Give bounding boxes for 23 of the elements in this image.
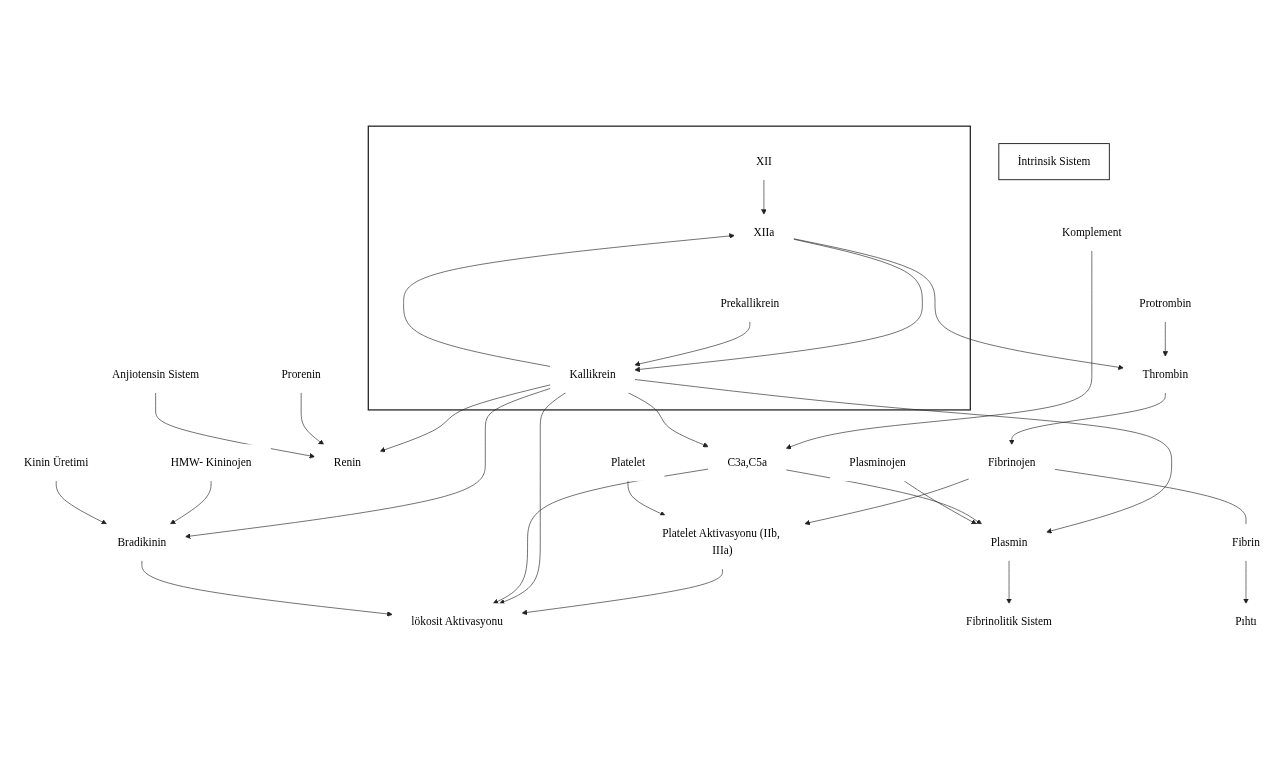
node-text: Protrombin (1139, 296, 1192, 310)
node-text: Renin (333, 456, 362, 469)
node-text: Prekallikrein (720, 296, 780, 310)
node-text: Kinin Üretimi (24, 456, 89, 469)
node-text: Plasmin (990, 535, 1028, 549)
node-text: Prorenin (281, 367, 321, 381)
node-text: Anjiotensin Sistem (112, 367, 200, 381)
node-text: Fibrinolitik Sistem (966, 615, 1052, 628)
node-text: XII (756, 154, 772, 168)
node-text: Komplement (1062, 225, 1122, 239)
node-text: Fibrin (1232, 535, 1260, 549)
node-text: Platelet Aktivasyonu (IIb, IIIa) (662, 527, 780, 557)
node-text: C3a,C5a (727, 456, 767, 469)
connector (1054, 468, 1247, 525)
node-text: Thrombin (1142, 367, 1189, 381)
node-text: Bradikinin (117, 535, 167, 549)
node-text: Fibrinojen (988, 456, 1036, 469)
cluster (367, 125, 971, 411)
node-text: Pıhtı (1235, 615, 1257, 628)
node-text: XIIa (753, 225, 775, 239)
node-text: lökosit Aktivasyonu (411, 615, 503, 628)
node-text: Kallikrein (569, 367, 616, 381)
node-box: İntrinsik Sistem (998, 143, 1110, 181)
